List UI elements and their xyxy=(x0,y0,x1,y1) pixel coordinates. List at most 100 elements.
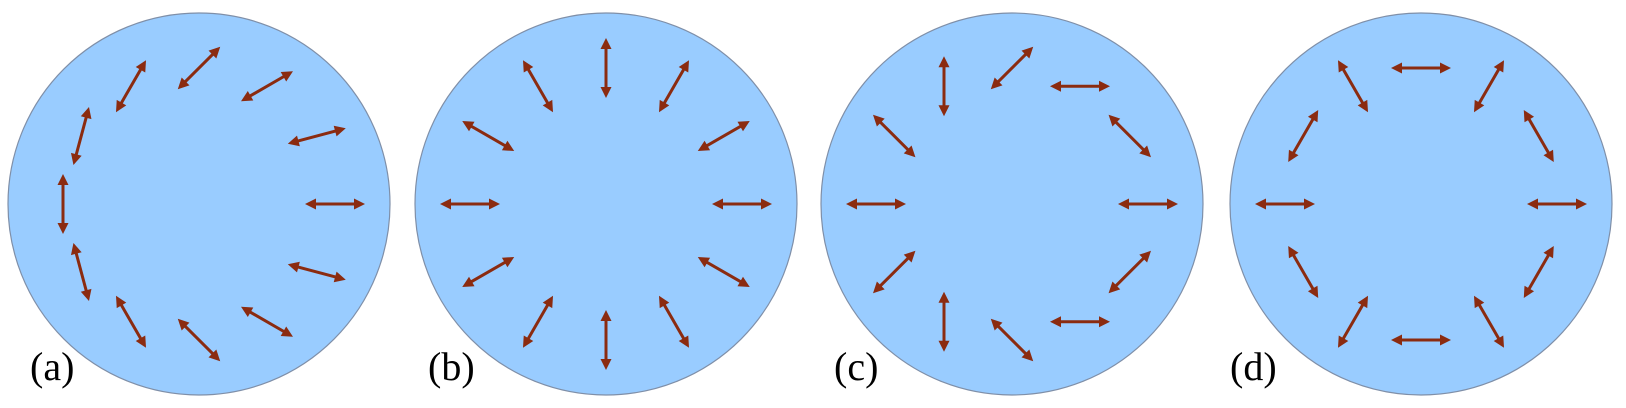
double-arrow-icon xyxy=(600,310,612,370)
arrow-shaft xyxy=(469,260,508,284)
arrow-head xyxy=(1099,316,1110,328)
arrow-head xyxy=(1099,80,1110,92)
double-arrow-icon xyxy=(1050,80,1110,92)
arrow-shaft xyxy=(662,67,686,106)
arrow-head xyxy=(1440,334,1451,346)
arrow-head xyxy=(1050,80,1061,92)
arrow-head xyxy=(895,198,906,210)
double-arrow-icon xyxy=(177,46,221,90)
arrow-head xyxy=(80,288,92,301)
double-arrow-icon xyxy=(462,257,515,287)
arrow-head xyxy=(1391,334,1402,346)
arrow-head xyxy=(1288,149,1299,162)
double-arrow-icon xyxy=(462,121,515,151)
arrow-shaft xyxy=(1526,252,1551,292)
panel-c: (c) xyxy=(820,12,1204,396)
arrow-head xyxy=(1493,335,1504,348)
double-arrow-icon xyxy=(305,198,365,210)
arrow-head xyxy=(659,295,670,309)
arrow-shaft xyxy=(1291,116,1316,156)
double-arrow-icon xyxy=(697,257,750,287)
arrow-head xyxy=(305,198,316,210)
arrow-shaft xyxy=(74,251,89,293)
double-arrow-icon xyxy=(1288,246,1319,298)
arrow-head xyxy=(241,306,254,318)
arrow-head xyxy=(462,121,475,132)
arrow-head xyxy=(903,145,916,158)
double-arrow-icon xyxy=(659,60,689,113)
panel-a: (a) xyxy=(7,12,391,396)
double-arrow-icon xyxy=(873,114,916,158)
arrow-head xyxy=(1288,246,1299,259)
double-arrow-icon xyxy=(846,198,906,210)
double-arrow-icon xyxy=(241,306,293,337)
arrow-group xyxy=(1255,60,1587,348)
arrow-head xyxy=(938,340,950,352)
double-arrow-icon xyxy=(600,38,612,98)
arrow-head xyxy=(1357,295,1368,309)
double-arrow-icon xyxy=(1474,60,1504,113)
disk xyxy=(1229,12,1613,396)
arrow-shaft xyxy=(1341,302,1365,341)
arrow-head xyxy=(761,198,772,210)
panel-label: (a) xyxy=(30,344,74,389)
arrow-shaft xyxy=(247,74,287,99)
arrow-head xyxy=(333,125,346,137)
arrow-head xyxy=(659,99,670,113)
arrow-head xyxy=(523,60,534,73)
arrow-shaft xyxy=(878,119,911,153)
arrow-head xyxy=(135,60,146,73)
arrow-head xyxy=(1050,316,1061,328)
arrow-head xyxy=(501,257,515,268)
arrow-head xyxy=(903,250,916,263)
arrow-shaft xyxy=(119,302,143,341)
arrow-head xyxy=(280,326,293,337)
double-arrow-icon xyxy=(1523,110,1554,162)
arrow-shaft xyxy=(1341,67,1365,106)
double-arrow-icon xyxy=(1118,198,1178,210)
disk xyxy=(414,12,798,396)
double-arrow-icon xyxy=(523,60,553,113)
double-arrow-icon xyxy=(116,295,146,348)
arrow-head xyxy=(57,174,69,185)
arrow-head xyxy=(1307,285,1319,298)
arrow-head xyxy=(208,46,221,59)
arrow-head xyxy=(1523,110,1535,123)
arrow-shaft xyxy=(1113,119,1146,153)
panel-label: (d) xyxy=(1230,344,1277,389)
arrow-head xyxy=(678,60,689,73)
arrow-head xyxy=(1021,46,1034,59)
arrow-head xyxy=(1391,62,1402,74)
arrow-head xyxy=(600,38,612,49)
arrow-shaft xyxy=(995,51,1029,85)
panel-d: (d) xyxy=(1229,12,1613,396)
arrow-head xyxy=(287,261,300,273)
double-arrow-icon xyxy=(440,198,500,210)
arrow-head xyxy=(542,99,553,113)
arrow-head xyxy=(873,281,885,294)
arrow-head xyxy=(938,105,950,117)
arrow-head xyxy=(1139,145,1151,158)
double-arrow-icon xyxy=(697,121,750,151)
arrow-shaft xyxy=(295,129,338,143)
arrow-head xyxy=(678,335,689,348)
double-arrow-icon xyxy=(177,318,221,362)
arrow-head xyxy=(1576,198,1587,210)
arrow-head xyxy=(1304,198,1315,210)
double-arrow-icon xyxy=(1338,60,1368,113)
panel-label: (c) xyxy=(834,344,878,389)
arrow-shaft xyxy=(247,309,287,334)
arrow-shaft xyxy=(182,323,216,357)
arrow-head xyxy=(523,335,534,348)
double-arrow-icon xyxy=(1255,198,1315,210)
arrow-head xyxy=(1021,349,1034,362)
double-arrow-icon xyxy=(287,125,346,147)
arrow-head xyxy=(462,276,475,287)
arrow-head xyxy=(1474,295,1485,309)
arrow-shaft xyxy=(662,302,686,341)
double-arrow-icon xyxy=(116,60,146,113)
arrow-head xyxy=(1338,60,1349,73)
double-arrow-icon xyxy=(1050,316,1110,328)
arrow-head xyxy=(1167,198,1178,210)
